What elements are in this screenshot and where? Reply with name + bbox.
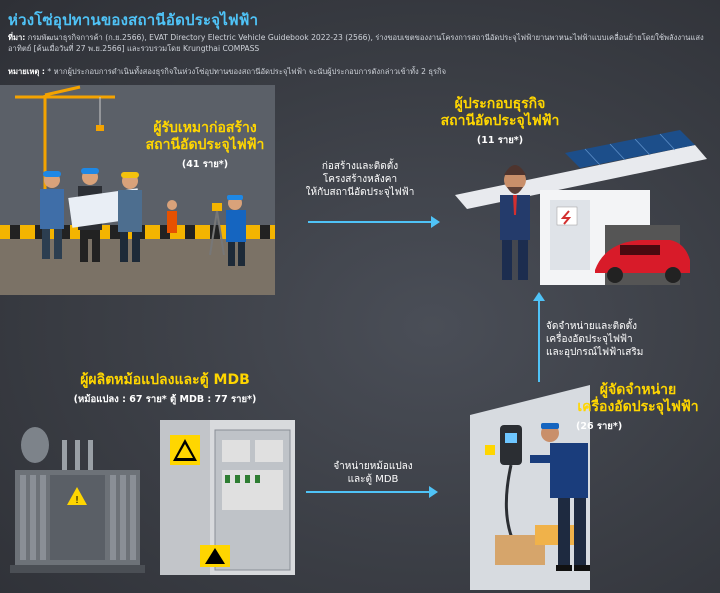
charging-station-scene xyxy=(445,125,720,285)
note-body: * หากผู้ประกอบการดำเนินทั้งสองธุรกิจในห่… xyxy=(47,67,447,76)
distributor-title-1: ผู้จัดจำหน่าย xyxy=(599,382,677,398)
svg-text:!: ! xyxy=(75,495,79,506)
operator-label: ผู้ประกอบธุรกิจ สถานีอัดประจุไฟฟ้า (11 ร… xyxy=(420,96,580,148)
flow-construction-line-2: โครงสร้างหลังคา xyxy=(322,174,398,185)
flow-construction-line-1: ก่อสร้างและติดตั้ง xyxy=(321,161,399,172)
flow-supply-line-2: และตู้ MDB xyxy=(347,474,399,485)
construction-scene xyxy=(0,85,275,295)
source-text: ที่มา: กรมพัฒนาธุรกิจการค้า (ก.ย.2566), … xyxy=(8,32,714,54)
arrow-maker-to-distributor xyxy=(306,486,438,498)
operator-title-1: ผู้ประกอบธุรกิจ xyxy=(454,96,546,112)
operator-title-2: สถานีอัดประจุไฟฟ้า xyxy=(440,113,560,129)
page-title: ห่วงโซ่อุปทานของสถานีอัดประจุไฟฟ้า xyxy=(8,11,259,29)
arrow-contractor-to-operator xyxy=(308,216,440,228)
source-body: กรมพัฒนาธุรกิจการค้า (ก.ย.2566), EVAT Di… xyxy=(8,33,704,53)
source-label: ที่มา: xyxy=(8,33,26,42)
transformer-count: (หม้อแปลง : 67 ราย* ตู้ MDB : 77 ราย*) xyxy=(73,394,257,405)
transformer-scene: ! xyxy=(10,415,300,585)
contractor-label: ผู้รับเหมาก่อสร้าง สถานีอัดประจุไฟฟ้า (4… xyxy=(120,120,290,172)
flow-distribution-line-1: จัดจำหน่ายและติดตั้ง xyxy=(546,321,638,332)
flow-construction-line-3: ให้กับสถานีอัดประจุไฟฟ้า xyxy=(305,187,415,198)
note-label: หมายเหตุ : xyxy=(8,67,45,76)
flow-supply-line-1: จำหน่ายหม้อแปลง xyxy=(333,461,413,472)
flow-distribution-line-2: เครื่องอัดประจุไฟฟ้า xyxy=(546,334,633,345)
flow-label-construction: ก่อสร้างและติดตั้ง โครงสร้างหลังคา ให้กั… xyxy=(285,160,435,199)
distributor-label: ผู้จัดจำหน่าย เครื่องอัดประจุไฟฟ้า (26 ร… xyxy=(558,382,718,434)
contractor-count: (41 ราย*) xyxy=(181,159,229,170)
operator-count: (11 ราย*) xyxy=(476,135,524,146)
contractor-title-1: ผู้รับเหมาก่อสร้าง xyxy=(153,120,257,136)
distributor-count: (26 ราย*) xyxy=(576,421,623,432)
transformer-title: ผู้ผลิตหม้อแปลงและตู้ MDB xyxy=(80,372,250,388)
flow-distribution-line-3: และอุปกรณ์ไฟฟ้าเสริม xyxy=(546,347,644,358)
charger-installer-scene xyxy=(470,385,720,590)
contractor-title-2: สถานีอัดประจุไฟฟ้า xyxy=(145,137,265,153)
transformer-mdb-illustration: ! xyxy=(10,420,295,575)
flow-label-supply: จำหน่ายหม้อแปลง และตู้ MDB xyxy=(308,460,438,486)
flow-label-distribution: จัดจำหน่ายและติดตั้ง เครื่องอัดประจุไฟฟ้… xyxy=(546,320,676,359)
footnote: หมายเหตุ : * หากผู้ประกอบการดำเนินทั้งสอ… xyxy=(8,66,446,78)
distributor-title-2: เครื่องอัดประจุไฟฟ้า xyxy=(577,399,699,415)
charging-station-illustration xyxy=(455,130,707,285)
arrow-distributor-to-operator xyxy=(533,292,545,382)
construction-illustration xyxy=(0,85,275,295)
transformer-label: ผู้ผลิตหม้อแปลงและตู้ MDB (หม้อแปลง : 67… xyxy=(50,372,280,407)
charger-installer-illustration xyxy=(470,385,590,590)
